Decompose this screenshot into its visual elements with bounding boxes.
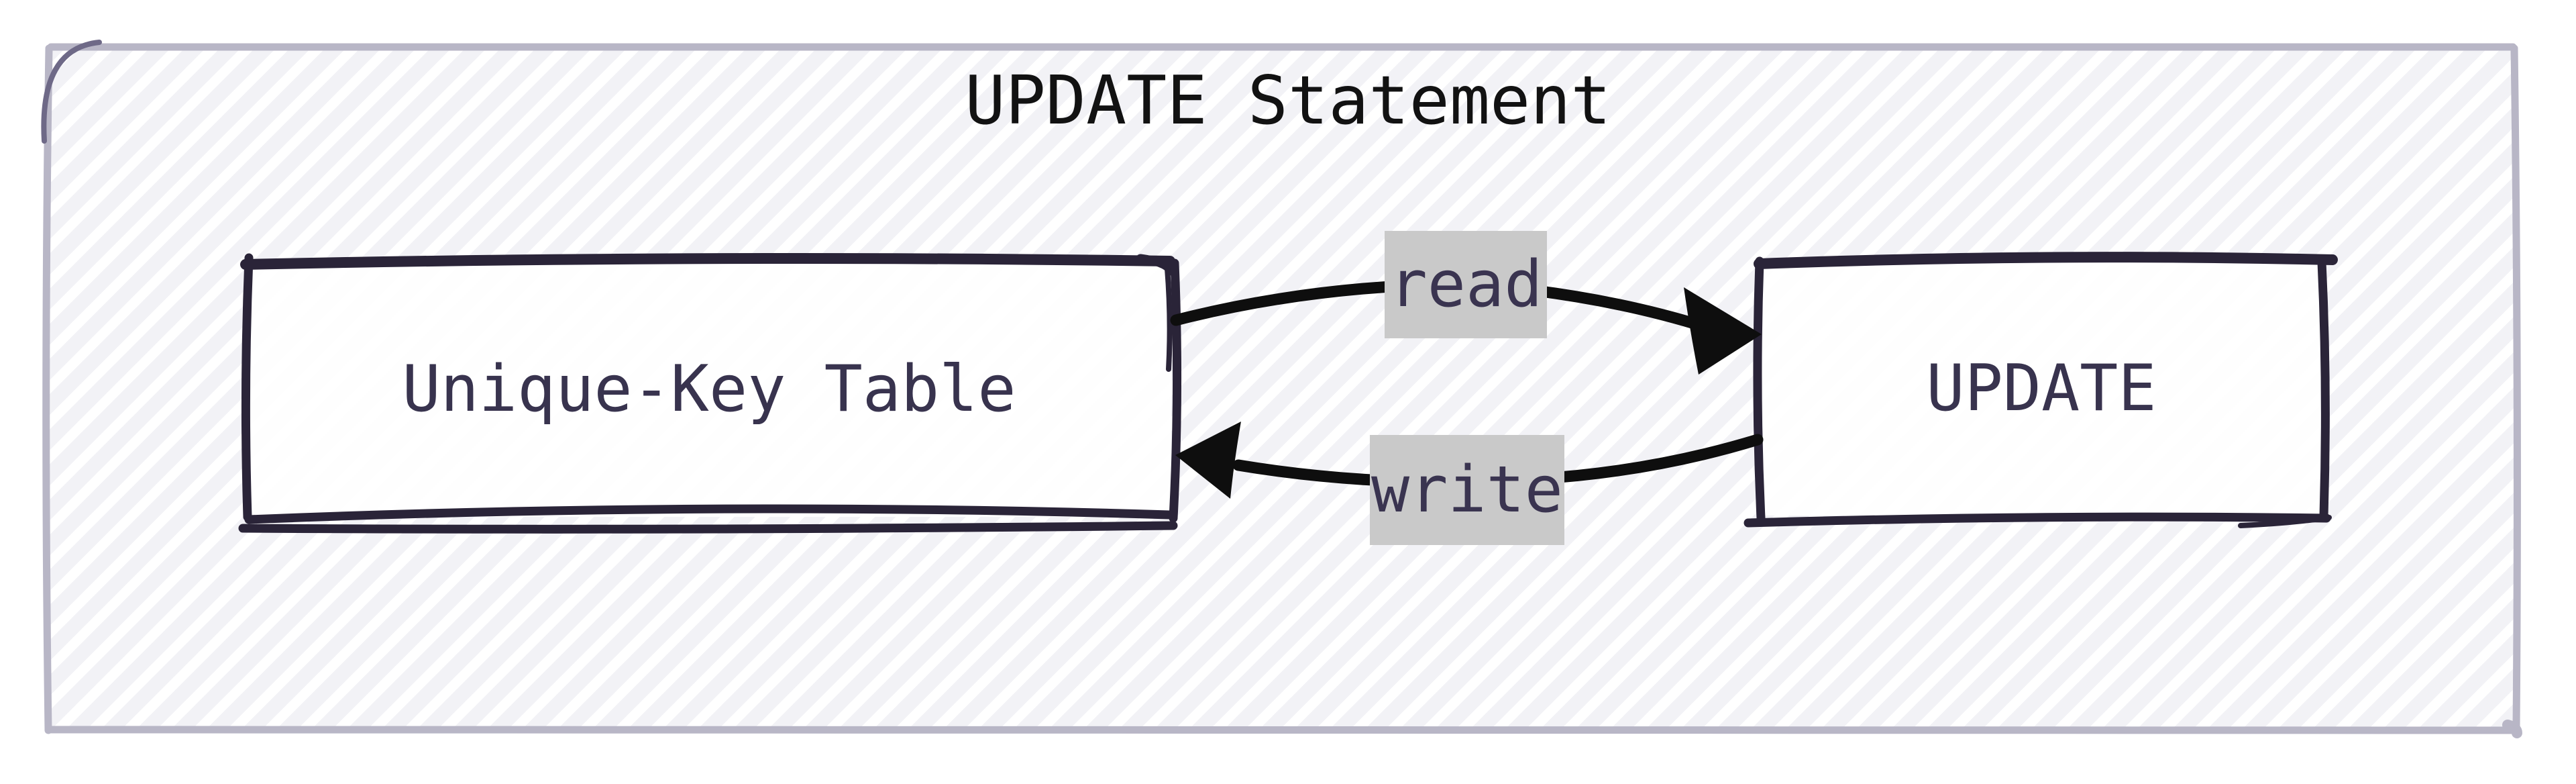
edge-label-write-text: write (1371, 452, 1563, 527)
edge-label-write: write (1370, 435, 1564, 545)
node-update: UPDATE (1762, 262, 2321, 516)
node-unique-key-table: Unique-Key Table (247, 262, 1171, 517)
node-update-label: UPDATE (1926, 351, 2157, 426)
edge-label-read: read (1385, 231, 1547, 338)
diagram-title: UPDATE Statement (965, 61, 1611, 140)
edge-label-read-text: read (1389, 247, 1543, 322)
node-unique-key-table-label: Unique-Key Table (402, 352, 1016, 426)
